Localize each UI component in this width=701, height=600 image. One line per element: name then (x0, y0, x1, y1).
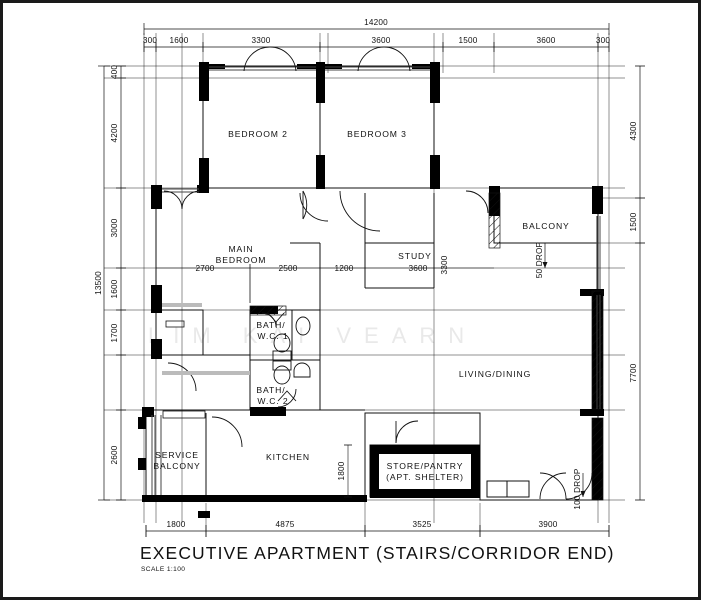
dim-bottom-3: 3525 (412, 520, 431, 529)
label-main-bedroom-2: BEDROOM (216, 255, 267, 265)
dim-main-bedroom-b: 2500 (278, 264, 297, 273)
dim-kitchen-depth: 1800 (337, 461, 346, 480)
dim-study-depth: 3300 (440, 255, 449, 274)
dim-top-1: 300 (143, 36, 158, 45)
label-study: STUDY (398, 251, 432, 261)
fixtures-misc (162, 303, 250, 419)
dim-left-6: 2600 (110, 445, 119, 464)
dim-left-1: 400 (110, 65, 119, 80)
dim-main-bedroom-a: 2700 (195, 264, 214, 273)
sanitary-fixtures (267, 312, 311, 402)
label-bath-wc-1: BATH/ (256, 320, 285, 330)
dim-left-2: 4200 (110, 123, 119, 142)
left-dimension-overall: 13500 (94, 65, 110, 501)
label-service-balcony-2: BALCONY (153, 461, 200, 471)
wash-basin-1 (295, 316, 311, 336)
dim-corridor: 1200 (334, 264, 353, 273)
label-service-balcony: SERVICE (155, 450, 199, 460)
wc-cistern-1 (272, 350, 292, 361)
dim-bottom-4: 3900 (538, 520, 557, 529)
wc-bowl-2 (273, 365, 291, 385)
dim-left-overall: 13500 (94, 271, 103, 295)
right-dimension-chain: 4300 1500 7700 (598, 65, 645, 501)
wash-basin-2 (293, 362, 311, 378)
dim-top-7: 300 (596, 36, 611, 45)
room-labels: BEDROOM 2 BEDROOM 3 MAIN BEDROOM STUDY B… (153, 129, 569, 482)
windows (151, 66, 601, 495)
door-swings (163, 46, 593, 500)
left-dimension-chain: 400 4200 3000 1600 1700 2600 (110, 65, 126, 501)
dim-top-4: 3600 (371, 36, 390, 45)
drawing-title: EXECUTIVE APARTMENT (STAIRS/CORRIDOR END… (140, 543, 615, 563)
dim-right-1: 4300 (629, 121, 638, 140)
label-store-pantry-2: (APT. SHELTER) (386, 472, 464, 482)
dim-top-2: 1600 (169, 36, 188, 45)
wc-bowl-1 (273, 333, 291, 353)
dim-right-2: 1500 (629, 212, 638, 231)
dim-bottom-2: 4875 (275, 520, 294, 529)
dim-left-5: 1700 (110, 323, 119, 342)
floor-plan-drawing: LIM KAI VEARN (94, 18, 645, 573)
watermark: LIM KAI VEARN (148, 323, 477, 348)
label-bath-wc-1-2: W.C. 1 (257, 331, 288, 341)
label-bath-wc-2-2: W.C. 2 (257, 396, 288, 406)
label-balcony: BALCONY (522, 221, 569, 231)
dim-right-3: 7700 (629, 363, 638, 382)
label-bath-wc-2: BATH/ (256, 385, 285, 395)
note-entrance-drop: 100 DROP (573, 468, 582, 510)
drop-notes: 50 DROP 100 DROP (535, 241, 586, 510)
dim-top-6: 3600 (536, 36, 555, 45)
top-dimension-chain: 300 1600 3300 3600 1500 3600 300 (143, 36, 611, 52)
title-block: EXECUTIVE APARTMENT (STAIRS/CORRIDOR END… (140, 543, 615, 573)
dim-top-3: 3300 (251, 36, 270, 45)
label-living-dining: LIVING/DINING (459, 369, 531, 379)
service-sink (162, 410, 206, 419)
note-balcony-drop: 50 DROP (535, 241, 544, 278)
dim-top-overall: 14200 (364, 18, 388, 27)
wardrobe-fitting (165, 320, 185, 328)
label-store-pantry: STORE/PANTRY (387, 461, 464, 471)
watermark-text: LIM KAI VEARN (148, 323, 477, 348)
counter-run (162, 371, 250, 375)
label-kitchen: KITCHEN (266, 452, 310, 462)
shower-corner-2 (277, 390, 297, 402)
shower-corner (267, 312, 285, 323)
drawing-scale: SCALE 1:100 (141, 566, 185, 573)
dim-top-5: 1500 (458, 36, 477, 45)
dim-left-3: 3000 (110, 218, 119, 237)
counter-run-2 (162, 303, 202, 307)
wc-cistern-2 (272, 360, 292, 371)
label-bedroom-2: BEDROOM 2 (228, 129, 288, 139)
label-main-bedroom: MAIN (228, 244, 253, 254)
label-bedroom-3: BEDROOM 3 (347, 129, 407, 139)
dim-study-width: 3600 (408, 264, 427, 273)
top-dimension-overall: 14200 (143, 18, 610, 35)
dim-left-4: 1600 (110, 279, 119, 298)
dim-bottom-1: 1800 (166, 520, 185, 529)
interior-dimensions: 2700 2500 1200 3600 3300 1800 (156, 255, 494, 498)
